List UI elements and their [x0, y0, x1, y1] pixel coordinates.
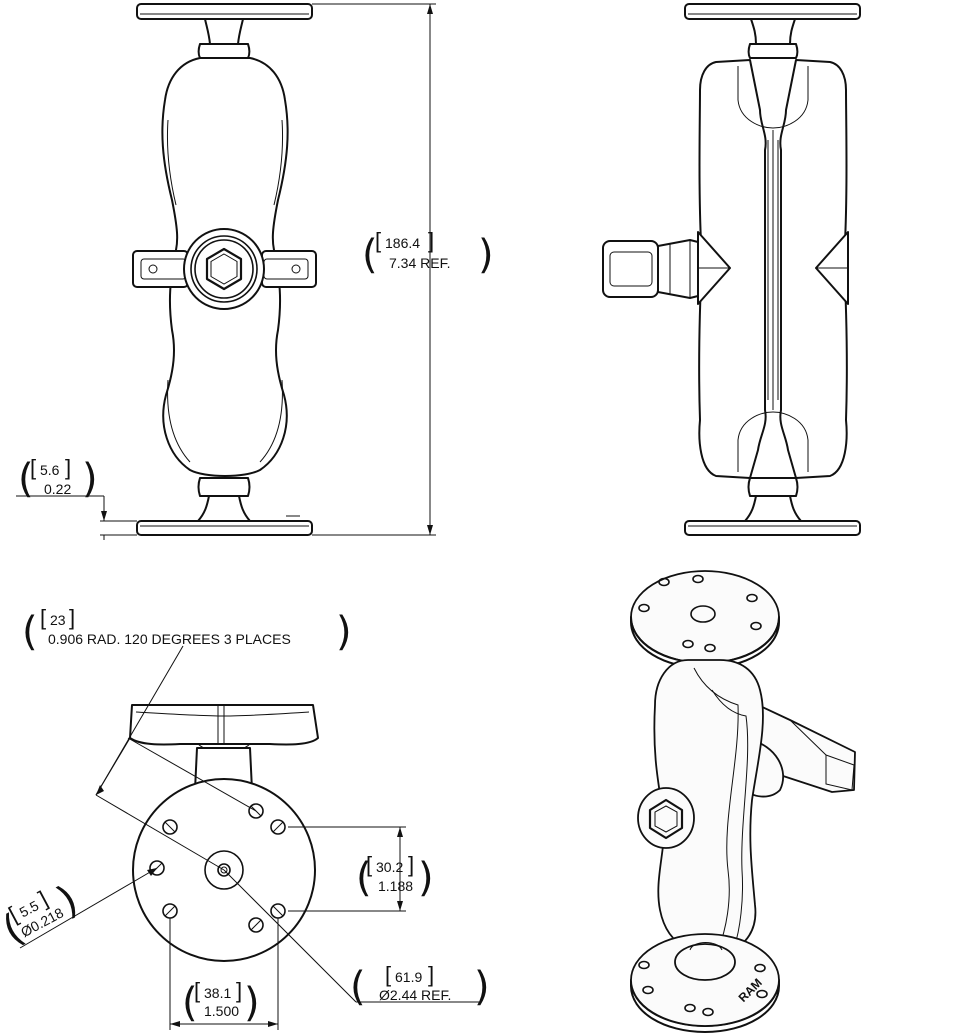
base-metric-label: 61.9 [395, 969, 422, 985]
base-diameter-dimension: ( ) [ 61.9 ] Ø2.44 REF. [223, 869, 490, 1010]
vertical-spacing-dimension: ( ) [ 30.2 ] 1.188 [288, 826, 434, 912]
svg-text:]: ] [428, 228, 434, 253]
svg-text:]: ] [69, 605, 75, 630]
radius-dimension: ( ) [ 23 ] 0.906 RAD. 120 DEGREES 3 PLAC… [22, 605, 352, 871]
svg-text:(: ( [18, 456, 34, 502]
isometric-view: RAM [630, 570, 856, 1033]
svg-text:(: ( [356, 855, 372, 901]
length-metric-label: 186.4 [385, 235, 420, 251]
svg-text:): ) [244, 980, 260, 1026]
svg-text:): ) [474, 964, 490, 1010]
svg-text:]: ] [65, 455, 71, 480]
vspacing-metric-label: 30.2 [376, 859, 403, 875]
svg-text:]: ] [408, 852, 414, 877]
svg-text:[: [ [366, 852, 372, 877]
thickness-metric-label: 5.6 [40, 462, 60, 478]
svg-text:[: [ [194, 978, 200, 1003]
svg-text:(: ( [182, 980, 198, 1026]
hspacing-metric-label: 38.1 [204, 985, 231, 1001]
svg-text:[: [ [40, 605, 46, 630]
svg-text:): ) [336, 609, 352, 655]
svg-text:): ) [82, 456, 98, 502]
radius-imperial-label: 0.906 RAD. 120 DEGREES 3 PLACES [48, 631, 291, 647]
thickness-dimension: ( ) [ 5.6 ] 0.22 [16, 455, 137, 540]
radius-metric-label: 23 [50, 612, 66, 628]
svg-text:[: [ [385, 962, 391, 987]
length-dimension: ( ) [ 186.4 ] 7.34 REF. [312, 3, 494, 536]
front-view [132, 3, 317, 536]
length-imperial-label: 7.34 REF. [389, 255, 450, 271]
svg-text:[: [ [375, 228, 381, 253]
hspacing-imperial-label: 1.500 [204, 1003, 239, 1019]
svg-text:]: ] [236, 978, 242, 1003]
svg-text:(: ( [350, 964, 366, 1010]
svg-text:): ) [478, 232, 494, 278]
svg-text:): ) [418, 855, 434, 901]
svg-text:(: ( [22, 609, 38, 655]
thickness-imperial-label: 0.22 [44, 481, 71, 497]
side-view [602, 3, 861, 536]
svg-text:[: [ [30, 455, 36, 480]
svg-text:]: ] [428, 962, 434, 987]
svg-text:(: ( [362, 232, 378, 278]
horizontal-spacing-dimension: ( ) [ 38.1 ] 1.500 [169, 918, 279, 1030]
bottom-view [129, 704, 319, 962]
base-imperial-label: Ø2.44 REF. [379, 987, 451, 1003]
vspacing-imperial-label: 1.188 [378, 878, 413, 894]
